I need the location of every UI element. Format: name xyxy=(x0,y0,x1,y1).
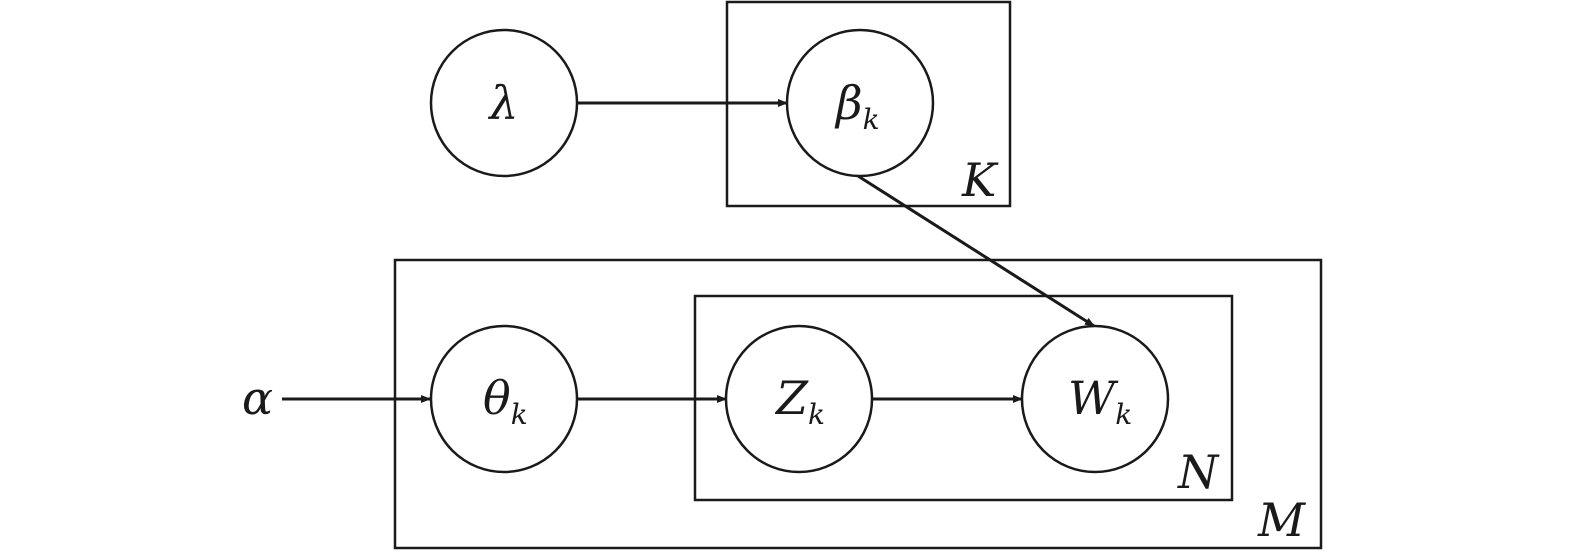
node-z-symbol: Z xyxy=(774,371,809,425)
svg-text:βk: βk xyxy=(834,76,880,136)
node-z-subscript: k xyxy=(808,398,825,431)
node-lambda: λ xyxy=(429,28,579,178)
edge-beta-w xyxy=(857,174,1095,328)
svg-text:Zk: Zk xyxy=(774,371,825,431)
node-lambda-symbol: λ xyxy=(487,76,518,130)
node-beta-subscript: k xyxy=(863,103,880,136)
svg-text:θk: θk xyxy=(483,371,528,431)
node-w-subscript: k xyxy=(1115,398,1132,431)
node-beta-symbol: β xyxy=(834,76,863,130)
input-alpha: α xyxy=(242,371,273,425)
node-w: Wk xyxy=(1020,324,1170,474)
node-w-symbol: W xyxy=(1068,371,1119,425)
plate-n-label: N xyxy=(1177,445,1220,499)
node-theta: θk xyxy=(429,324,579,474)
node-z: Zk xyxy=(724,324,874,474)
plate-k: K xyxy=(725,0,1012,208)
node-theta-symbol: θ xyxy=(483,371,511,425)
plate-m-label: M xyxy=(1257,493,1307,547)
plate-m: M xyxy=(393,258,1323,550)
node-theta-subscript: k xyxy=(511,398,528,431)
svg-text:Wk: Wk xyxy=(1068,371,1132,431)
plate-k-label: K xyxy=(961,153,999,207)
input-alpha-symbol: α xyxy=(242,371,273,425)
edges xyxy=(282,99,1095,403)
node-beta: βk xyxy=(785,28,935,178)
